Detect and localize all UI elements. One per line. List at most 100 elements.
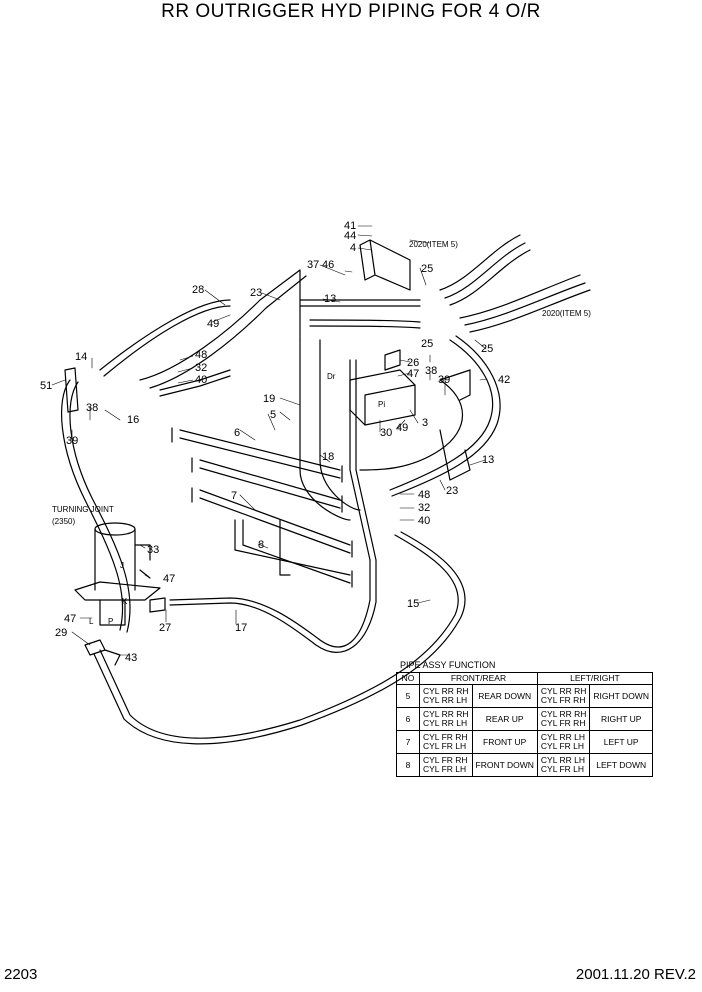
turning-joint-top [94,522,136,536]
part-callout: 7 [231,490,237,502]
part-callout: 46 [322,259,334,271]
row-no: 5 [396,684,420,708]
part-callout: P [108,617,113,626]
pipe-ends [171,427,353,588]
part-callout: Dr [327,372,336,381]
part-callout: 43 [125,652,137,664]
part-callout: 27 [159,622,171,634]
part-callout: 14 [75,351,87,363]
fitting-43 [104,649,121,666]
left-right-cylinders: CYL RR LH CYL FR LH [536,730,591,754]
bracket-42 [439,369,471,401]
part-callout: 48 [195,349,207,361]
pipe-8b [242,519,351,584]
part-callout: 38 [86,402,98,414]
part-callout: (2350) [52,517,75,526]
part-callout: Pi [378,400,385,409]
hose-16b [99,299,231,371]
pipe-left [159,369,231,397]
part-callout: 38 [425,365,437,377]
turning-joint-lower [99,599,126,626]
part-callout: 28 [192,284,204,296]
hose-17 [169,559,371,648]
front-rear-function: REAR DOWN [471,684,538,708]
part-callout: 48 [418,489,430,501]
pipe-6 [199,459,341,501]
part-callout: 26 [407,357,419,369]
part-callout: 40 [195,374,207,386]
fitting-27 [149,597,166,613]
hose-16b-inner [103,305,231,377]
pipe-8 [234,519,351,576]
bracket-14 [64,367,79,413]
part-callout: 16 [127,414,139,426]
clamp-26 [384,349,401,371]
part-callout: 15 [407,598,419,610]
part-callout: TURNING JOINT [52,505,114,514]
header-front-rear: FRONT/REAR [419,672,538,685]
left-right-function: LEFT UP [589,730,653,754]
part-callout: 37 [307,259,319,271]
hose-13c [309,319,421,323]
part-callout: 17 [235,622,247,634]
front-rear-cylinders: CYL RR RH CYL RR LH [419,684,473,708]
hose-2020-top [439,234,531,306]
left-right-cylinders: CYL RR RH CYL FR RH [536,684,591,708]
front-rear-function: REAR UP [471,707,538,731]
hose-19b [319,339,361,511]
bracket-4 [359,239,411,291]
front-rear-function: FRONT DOWN [471,753,538,777]
front-rear-cylinders: CYL FR RH CYL FR LH [419,753,473,777]
part-callout: 39 [438,374,450,386]
hose-23b [149,275,307,389]
pipe-5 [179,429,341,471]
left-right-function: RIGHT UP [589,707,653,731]
front-rear-cylinders: CYL FR RH CYL FR LH [419,730,473,754]
left-right-function: LEFT DOWN [589,753,653,777]
part-callout: 8 [258,539,264,551]
turning-joint-base [74,581,161,601]
part-callout: 3 [422,417,428,429]
part-callout: 44 [344,230,356,242]
header-no: NO [396,672,420,685]
part-callout: 6 [234,427,240,439]
part-callout: 23 [250,287,262,299]
part-callout: 30 [380,427,392,439]
part-callout: L [89,617,94,626]
part-callout: 49 [396,422,408,434]
hose-13d [309,325,421,329]
hose-23 [139,269,301,381]
page-title: RR OUTRIGGER HYD PIPING FOR 4 O/R [161,1,541,22]
part-callout: 49 [207,318,219,330]
part-callout: 40 [418,515,430,527]
left-right-cylinders: CYL RR RH CYL FR RH [536,707,591,731]
pipe-7b [199,497,351,554]
part-callout: 25 [421,263,433,275]
part-callout: 18 [322,451,334,463]
hose-42b [391,335,501,497]
part-callout: 5 [270,409,276,421]
pipe-8c [279,519,291,576]
part-callout: 33 [147,544,159,556]
part-callout: K [122,597,128,606]
part-callout: 23 [446,485,458,497]
valve-block-3 [349,369,416,426]
part-callout: 41 [344,220,356,232]
part-callout: 51 [40,380,52,392]
part-callout: 39 [66,435,78,447]
part-callout: 29 [55,627,67,639]
part-callout: 19 [263,393,275,405]
row-no: 6 [396,707,420,731]
row-no: 7 [396,730,420,754]
hose-23-right [359,379,463,471]
part-callout: 47 [64,613,76,625]
part-callout: 32 [195,362,207,374]
leader-lines [51,225,488,656]
part-callout: 13 [482,454,494,466]
hose-16 [61,379,124,631]
part-callout: 4 [350,242,356,254]
hose-19 [299,339,351,521]
